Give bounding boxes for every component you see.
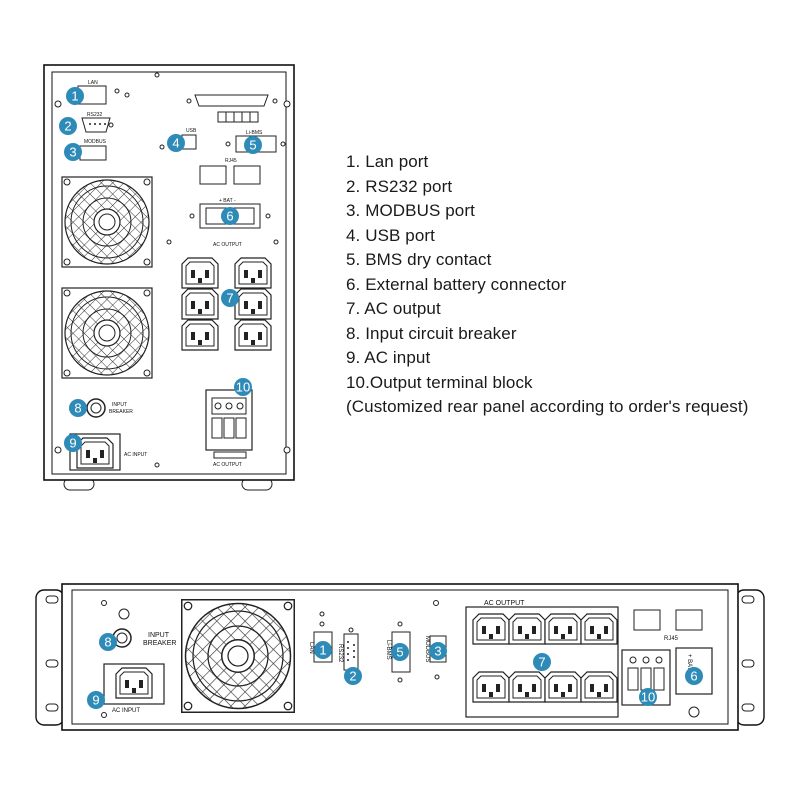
badge-tower-8 [69,399,87,417]
tower-db25-connector [194,94,269,107]
legend-item-usb-port: 4. USB port [346,225,435,245]
rack-lan-label: LAN [308,642,314,654]
legend-item-input-breaker: 8. Input circuit breaker [346,323,517,343]
badge-rack-1 [314,641,332,659]
legend-item-rs232-port: 2. RS232 port [346,176,453,196]
tower-modbus-label: MODBUS [84,139,107,145]
badge-rack-8 [99,633,117,651]
rack-libms-label: Li-BMS [385,640,391,660]
tower-rs232-port [81,117,111,133]
tower-dry-contact-terminal [217,111,259,123]
tower-bat-label: + BAT - [219,198,236,204]
badge-tower-1-text: 1 [71,89,78,104]
legend-note: (Customized rear panel according to orde… [346,397,749,416]
tower-rj45-label: RJ45 [225,158,237,164]
legend-item-ac-input: 9. AC input [346,348,431,367]
badge-tower-3-text: 3 [69,145,76,160]
tower-lan-label: LAN [88,80,98,86]
badge-rack-10-text: 10 [641,690,655,705]
port-legend: 1. Lan port 2. RS232 port 3. MODBUS port… [346,150,748,420]
badge-tower-7 [221,289,239,307]
badge-tower-9-text: 9 [69,436,76,451]
badge-rack-7 [533,653,551,671]
badge-rack-3 [429,642,447,660]
legend-item-ac-output: 7. AC output [346,299,441,318]
badge-tower-6-text: 6 [226,209,233,224]
rack-rs232-port [343,633,359,671]
tower-unit: LAN RS232 MODBUS USB Li-BMS RJ45 + BAT [43,64,295,491]
badge-tower-2 [59,117,77,135]
badge-rack-5-text: 5 [396,645,403,660]
rack-rj45-port-2 [675,609,703,631]
badge-rack-9-text: 9 [92,693,99,708]
tower-usb-label: USB [186,128,197,134]
legend-item-modbus-port: 3. MODBUS port [346,201,475,220]
badge-tower-5-text: 5 [249,138,256,153]
tower-rj45-port-1 [199,165,227,185]
number-badges: 1 2 3 4 5 6 7 8 9 10 8 9 1 2 5 3 7 10 [59,87,703,709]
badge-tower-5 [244,136,262,154]
rack-fan [181,599,295,713]
badge-rack-6 [685,667,703,685]
badge-tower-1 [66,87,84,105]
badge-rack-3-text: 3 [434,644,441,659]
tower-ac-input-label: AC INPUT [124,452,147,458]
tower-fan-top [61,176,153,268]
legend-item-external-battery: 6. External battery connector [346,274,567,294]
badge-tower-3 [64,143,82,161]
badge-rack-6-text: 6 [690,669,697,684]
badge-tower-10-text: 10 [236,380,250,395]
tower-terminal-ac-output-label: AC OUTPUT [213,462,242,468]
badge-rack-5 [391,643,409,661]
rack-modbus-label: MODBUS [424,636,430,662]
rack-rs232-label: RS232 [337,644,343,663]
tower-rj45-port-2 [233,165,261,185]
rack-rj45-port-1 [633,609,661,631]
badge-rack-8-text: 8 [104,635,111,650]
legend-item-bms-dry-contact: 5. BMS dry contact [346,250,492,269]
badge-tower-9 [64,434,82,452]
tower-modbus-port [79,145,107,161]
rack-ac-output-label: AC OUTPUT [484,600,525,607]
badge-tower-2-text: 2 [64,119,71,134]
badge-rack-10 [639,688,657,706]
rack-ac-input-label: AC INPUT [112,708,140,714]
rack-rj45-label: RJ45 [664,636,679,642]
badge-tower-8-text: 8 [74,401,81,416]
badge-rack-1-text: 1 [319,643,326,658]
rack-bat-label: + BAT - [686,654,692,674]
badge-rack-7-text: 7 [538,655,545,670]
tower-rs232-label: RS232 [87,112,103,118]
badge-tower-6 [221,207,239,225]
rack-input-breaker-label-2: BREAKER [143,640,176,647]
legend-item-output-terminal: 10.Output terminal block [346,372,533,392]
badge-rack-2-text: 2 [349,669,356,684]
tower-fan-bottom [61,287,153,379]
badge-rack-2 [344,667,362,685]
badge-rack-9 [87,691,105,709]
badge-tower-7-text: 7 [226,291,233,306]
tower-ac-output-label: AC OUTPUT [213,242,242,248]
tower-input-breaker-label-1: INPUT [112,402,127,408]
rack-input-breaker-label-1: INPUT [148,632,170,639]
badge-tower-4-text: 4 [172,136,179,151]
tower-input-breaker-label-2: BREAKER [109,409,133,415]
legend-item-lan-port: 1. Lan port [346,152,429,171]
badge-tower-4 [167,134,185,152]
badge-tower-10 [234,378,252,396]
tower-libms-label: Li-BMS [246,130,263,136]
